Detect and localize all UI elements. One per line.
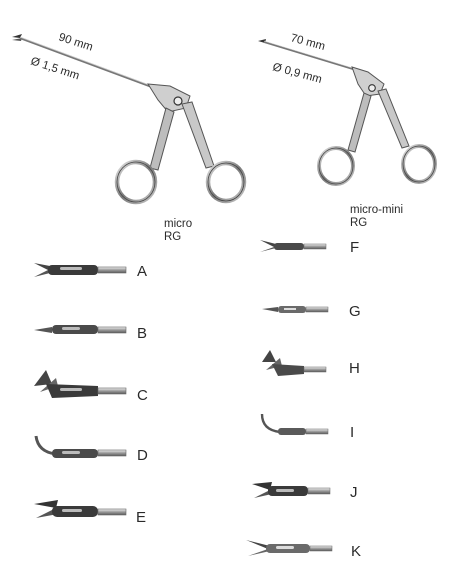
tip-j-letter: J — [350, 484, 358, 501]
micro-pivot-screw — [173, 96, 183, 106]
tip-k-illustration — [246, 540, 333, 556]
micro-mini-diameter-label: Ø 0,9 mm — [271, 61, 323, 86]
tip-f-illustration — [260, 240, 327, 252]
micro-mini-shaft-highlight — [263, 40, 357, 70]
tip-b-letter: B — [137, 325, 147, 342]
tip-e-letter: E — [136, 509, 146, 526]
micro-jaw — [12, 34, 22, 38]
micro-model-label: micro — [164, 218, 192, 230]
micro-mini-instrument: 70 mm Ø 0,9 mm micro-mini RG — [258, 32, 437, 229]
micro-shaft — [19, 36, 153, 89]
micro-handle-left — [149, 107, 175, 171]
micro-mini-length-label: 70 mm — [289, 32, 326, 53]
micro-handle-right — [181, 101, 215, 169]
micro-model-code: RG — [164, 231, 181, 243]
tip-d-letter: D — [137, 447, 148, 464]
tip-i-illustration — [260, 413, 329, 435]
micro-mini-handle-left — [347, 92, 372, 153]
tip-h-letter: H — [349, 360, 360, 377]
micro-diameter-label: Ø 1,5 mm — [29, 55, 81, 82]
tip-e-illustration — [34, 500, 127, 518]
tip-c-illustration — [34, 370, 127, 398]
tip-c-letter: C — [137, 387, 148, 404]
micro-instrument: 90 mm Ø 1,5 mm micro RG — [12, 31, 247, 243]
micro-mini-model-label: micro-mini — [350, 204, 403, 216]
micro-ring-left-outline — [116, 161, 156, 203]
tip-b-illustration — [34, 325, 127, 334]
micro-mini-ring-right-outline — [402, 145, 436, 183]
micro-mini-ring-left-outline — [318, 147, 354, 185]
micro-shaft-highlight — [19, 36, 153, 87]
micro-jaw-lower — [12, 38, 22, 41]
tip-f-letter: F — [350, 239, 359, 256]
tip-k-letter: K — [351, 543, 361, 560]
micro-length-label: 90 mm — [57, 31, 94, 53]
tip-a-letter: A — [137, 263, 147, 280]
tip-g-illustration — [262, 306, 329, 313]
micro-mini-handle-right — [377, 88, 410, 149]
micro-mini-pivot-screw — [368, 84, 376, 92]
tip-a-illustration — [34, 263, 127, 277]
micro-mini-shaft — [263, 41, 357, 71]
micro-ring-right-outline — [207, 162, 245, 202]
tip-d-illustration — [34, 435, 127, 458]
tip-j-illustration — [252, 482, 331, 498]
micro-mini-model-code: RG — [350, 217, 367, 229]
tip-g-letter: G — [349, 303, 361, 320]
tip-i-letter: I — [350, 424, 354, 441]
tip-h-illustration — [262, 350, 327, 376]
